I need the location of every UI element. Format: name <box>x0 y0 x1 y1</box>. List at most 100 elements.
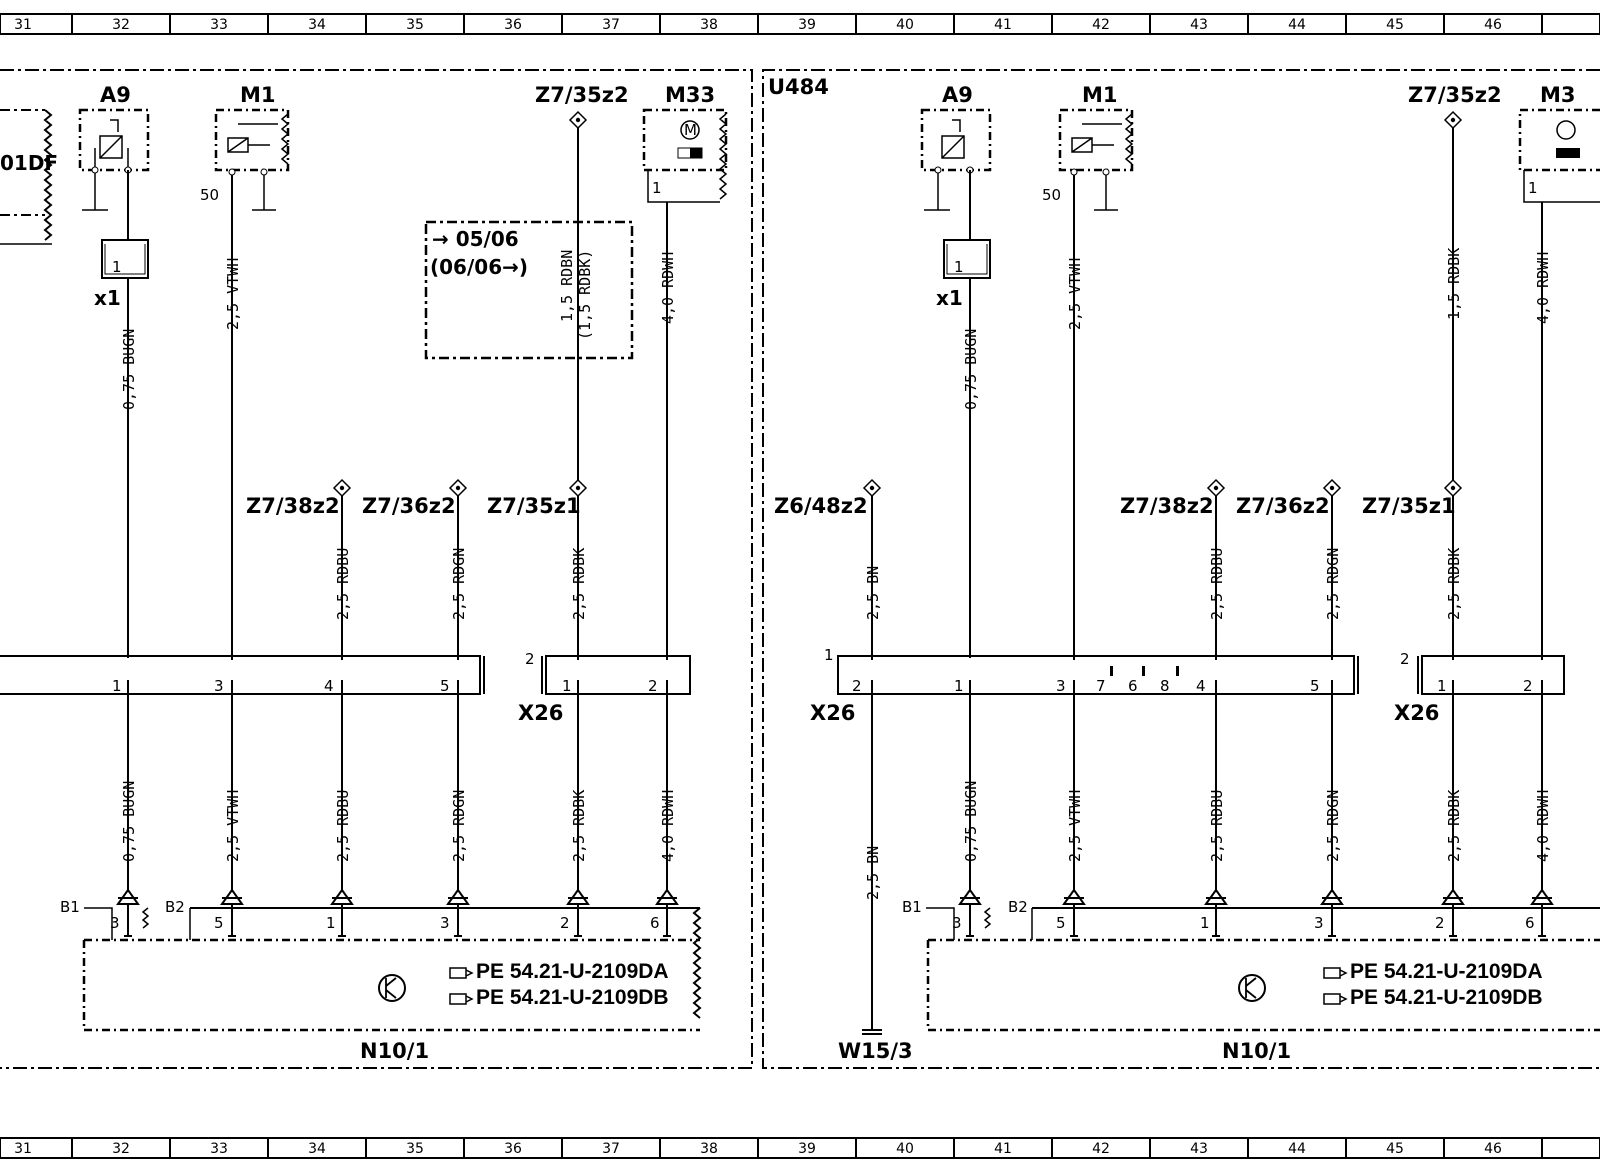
wire-rdgn-mid-right: 2,5 RDGN <box>1324 548 1342 620</box>
z7-35z2-top-label: Z7/35z2 <box>535 83 629 107</box>
wire-rdbk-bottom-right: 2,5 RDBK <box>1445 790 1463 862</box>
ecu-pin-b1-3: 3 <box>110 914 120 932</box>
z7-38z2-label: Z7/38z2 <box>246 494 340 518</box>
right-conn-pin-3: 3 <box>1056 677 1066 695</box>
wire-rdbu-mid: 2,5 RDBU <box>334 548 352 620</box>
right-conn-pin-1: 1 <box>954 677 964 695</box>
right-conn-pin-4: 4 <box>1196 677 1206 695</box>
right-conn-pin-2: 2 <box>852 677 862 695</box>
wire-rdbk-mid: 2,5 RDBK <box>570 548 588 620</box>
grid-number: 36 <box>504 1141 522 1157</box>
m1-starter: M1 50 <box>200 83 290 211</box>
wire-rdwh-bottom: 4,0 RDWH <box>659 790 677 862</box>
right-conn-pin-6: 6 <box>1128 677 1138 695</box>
grid-number: 43 <box>1190 1141 1208 1157</box>
reference-icon-right <box>1323 967 1348 1005</box>
m1-pin-label-right: 50 <box>1042 186 1061 204</box>
m1-pin-label: 50 <box>200 186 219 204</box>
left-ecu-arrows <box>116 888 679 905</box>
m1-label-right: M1 <box>1082 83 1118 107</box>
grid-number: 37 <box>602 17 620 33</box>
z7-35z2-top-splice: Z7/35z2 <box>535 83 629 130</box>
grid-number: 45 <box>1386 1141 1404 1157</box>
wire-rdwh-top: 4,0 RDWH <box>659 252 677 324</box>
grid-number: 32 <box>112 1141 130 1157</box>
grid-number: 31 <box>14 1141 32 1157</box>
right-top-wires <box>969 128 1543 660</box>
a9-relay-right: A9 <box>920 83 992 211</box>
grid-number: 44 <box>1288 17 1306 33</box>
a9-label: A9 <box>100 83 131 107</box>
right-main-connector: 1 2 1 3 7 6 8 4 5 X26 <box>810 646 1359 725</box>
z7-36z2-label: Z7/36z2 <box>362 494 456 518</box>
left-conn-pin-5: 5 <box>440 677 450 695</box>
wire-rdwh-bottom-right: 4,0 RDWH <box>1534 790 1552 862</box>
wire-vtwh-top: 2,5 VTWH <box>224 258 242 330</box>
x26-near-pin-right: 2 <box>1400 650 1410 668</box>
grid-number: 38 <box>700 1141 718 1157</box>
wire-rdbu-mid-right: 2,5 RDBU <box>1208 548 1226 620</box>
left-bottom-wire-labels: 0,75 BUGN 2,5 VTWH 2,5 RDBU 2,5 RDGN 2,5… <box>120 781 677 862</box>
grid-number: 39 <box>798 17 816 33</box>
left-conn-pin-3: 3 <box>214 677 224 695</box>
left-section-frame <box>0 69 753 1069</box>
ecu-pin-b2-6-right: 6 <box>1525 914 1535 932</box>
wire-rdwh-top-right: 4,0 RDWH <box>1534 252 1552 324</box>
wire-vtwh-bottom-right: 2,5 VTWH <box>1066 790 1084 862</box>
variant-note-box: → 05/06 (06/06→) <box>424 220 634 360</box>
grid-number: 41 <box>994 17 1012 33</box>
note-line-2: (06/06→) <box>430 255 528 279</box>
grid-number: 41 <box>994 1141 1012 1157</box>
grid-number: 37 <box>602 1141 620 1157</box>
ecu-pin-b2-3-right: 3 <box>1314 914 1324 932</box>
left-conn-pin-4: 4 <box>324 677 334 695</box>
n10-1-control-unit-left: B1 B2 3 5 1 3 2 6 PE 54.21-U-2 <box>60 898 702 1063</box>
wire-bn-mid: 2,5 BN <box>864 566 882 620</box>
wire-rdbk-bottom: 2,5 RDBK <box>570 790 588 862</box>
grid-number: 38 <box>700 17 718 33</box>
left-cut-component-label: 01DF <box>0 151 58 175</box>
grid-number: 33 <box>210 1141 228 1157</box>
a9-label-right: A9 <box>942 83 973 107</box>
wire-vtwh-bottom: 2,5 VTWH <box>224 790 242 862</box>
transistor-icon-right <box>1238 974 1266 1002</box>
right-bottom-wire-labels: 2,5 BN 0,75 BUGN 2,5 VTWH 2,5 RDBU 2,5 R… <box>864 781 1552 900</box>
grid-number: 35 <box>406 1141 424 1157</box>
grid-number: 46 <box>1484 17 1502 33</box>
grid-number: 34 <box>308 17 326 33</box>
wire-rdgn-bottom-right: 2,5 RDGN <box>1324 790 1342 862</box>
ecu-pin-b2-3: 3 <box>440 914 450 932</box>
ecu-pin-b2-2-right: 2 <box>1435 914 1445 932</box>
pe-ref-2-right: PE 54.21-U-2109DB <box>1350 986 1543 1009</box>
wire-rdbk-variant: (1,5 RDBK) <box>576 250 594 340</box>
m33-pin-label-right: 1 <box>1528 179 1538 197</box>
left-mid-wires <box>341 496 579 660</box>
m33-label-right: M3 <box>1540 83 1576 107</box>
right-bottom-wires <box>862 680 1543 1035</box>
n10-1-label-right: N10/1 <box>1222 1039 1291 1063</box>
z6-48z2-label: Z6/48z2 <box>774 494 868 518</box>
note-line-1: → 05/06 <box>432 227 519 251</box>
grid-number: 44 <box>1288 1141 1306 1157</box>
n10-1-label-left: N10/1 <box>360 1039 429 1063</box>
x1-connector: 1 x1 <box>94 239 149 310</box>
x1-pin-label-right: 1 <box>954 258 964 276</box>
x1-pin-label: 1 <box>112 258 122 276</box>
x26-connector-left: 2 1 2 X26 <box>518 650 691 725</box>
x26-label-right-main: X26 <box>810 701 855 725</box>
z7-35z1-label-right: Z7/35z1 <box>1362 494 1456 518</box>
wire-rdbn: 1,5 RDBN <box>558 250 576 322</box>
wire-bugn-bottom: 0,75 BUGN <box>120 781 138 862</box>
n10-1-control-unit-right: B1 B2 3 5 1 3 2 6 PE 54.21-U-2109DA <box>902 898 1600 1063</box>
left-section: 01DF A9 1 x1 M1 50 <box>0 83 728 1063</box>
pe-ref-1-left: PE 54.21-U-2109DA <box>476 960 669 983</box>
m33-pin-label: 1 <box>652 179 662 197</box>
x26-label-right: X26 <box>1394 701 1439 725</box>
left-bottom-wires <box>127 680 668 892</box>
b1-label-right: B1 <box>902 898 922 916</box>
a9-relay: A9 <box>78 83 150 211</box>
right-conn-near-pin: 1 <box>824 646 834 664</box>
right-conn-pin-7: 7 <box>1096 677 1106 695</box>
